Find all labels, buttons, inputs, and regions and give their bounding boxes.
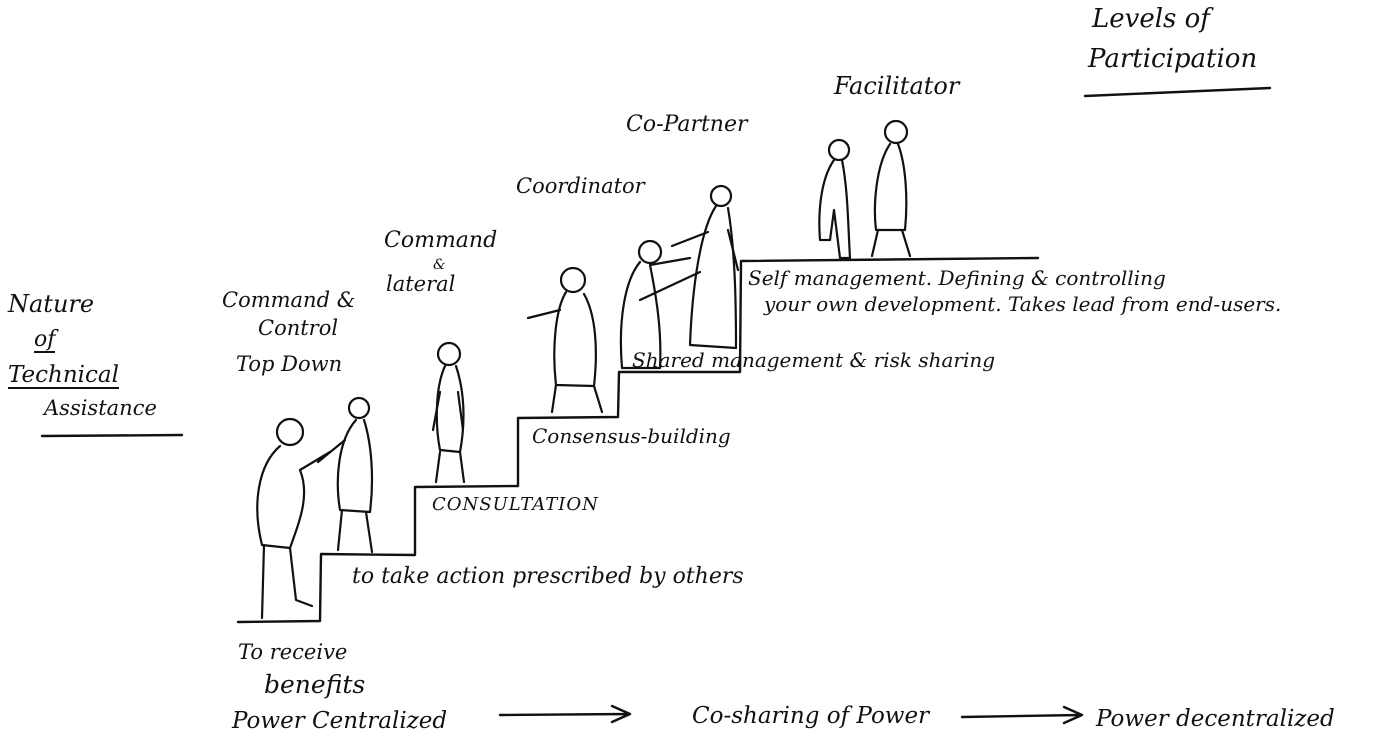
role-coordinator: Coordinator [516, 174, 645, 198]
left-axis-underline [40, 433, 184, 438]
level-take-action: to take action prescribed by others [352, 564, 744, 589]
role-command-control-1: Command & [222, 288, 356, 312]
power-end: Power decentralized [1096, 706, 1335, 732]
role-command-control-2: Control [258, 316, 339, 340]
heading-line-2: Participation [1088, 44, 1258, 74]
left-axis-line-4: Assistance [44, 396, 157, 420]
power-middle: Co-sharing of Power [692, 703, 930, 729]
figure-receiver [256, 417, 332, 620]
arrow-left [498, 704, 632, 724]
level-consensus: Consensus-building [532, 424, 731, 448]
role-facilitator: Facilitator [834, 72, 960, 100]
level-shared: Shared management & risk sharing [632, 348, 996, 372]
left-axis-line-1: Nature [8, 290, 95, 318]
role-command-lateral-1: Command [384, 228, 498, 253]
staircase-steps [236, 256, 1040, 624]
figure-coordinator [526, 266, 604, 414]
role-command-control-3: Top Down [236, 352, 343, 376]
heading-line-1: Levels of [1092, 4, 1210, 34]
figure-consultation [431, 341, 466, 484]
figure-copartner-left [619, 239, 702, 370]
heading-underline [1083, 86, 1272, 98]
figure-facilitator-1 [818, 138, 852, 260]
level-receive-1: To receive [238, 640, 348, 664]
figure-facilitator-2 [870, 119, 912, 258]
left-axis-line-2: of [34, 327, 56, 353]
role-co-partner: Co-Partner [626, 112, 748, 137]
left-axis-line-3: Technical [8, 362, 119, 389]
figure-helper-1 [316, 396, 374, 554]
level-receive-2: benefits [264, 670, 366, 699]
role-command-lateral-2: & [433, 257, 446, 273]
arrow-right [960, 705, 1084, 725]
level-self-2: your own development. Takes lead from en… [764, 292, 1282, 316]
role-command-lateral-3: lateral [386, 272, 456, 296]
figure-copartner-right [670, 184, 740, 350]
level-consultation: CONSULTATION [432, 494, 599, 515]
level-self-1: Self management. Defining & controlling [748, 266, 1166, 290]
power-start: Power Centralized [232, 708, 448, 734]
